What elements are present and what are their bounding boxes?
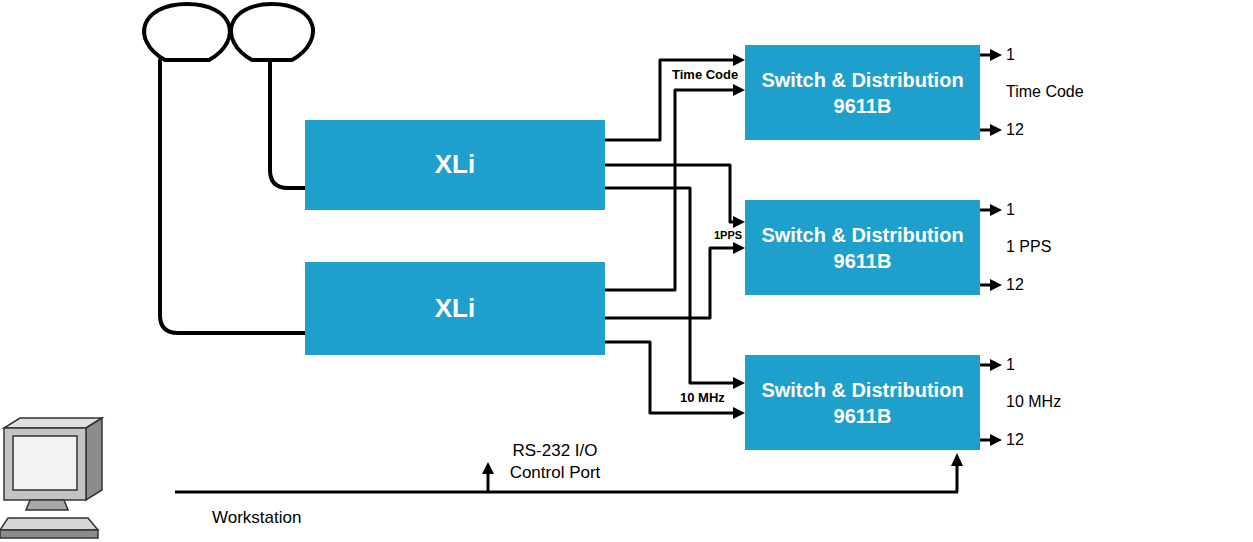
text-stack: XLi	[435, 148, 475, 182]
signal-label: 10 MHz	[678, 391, 727, 405]
port-number: 1	[1006, 354, 1015, 376]
arrow-head	[733, 377, 745, 389]
connector-line	[605, 90, 735, 290]
arrow-head	[733, 54, 745, 66]
antenna-symbol	[144, 4, 313, 333]
arrow-head	[733, 407, 745, 419]
node-text: XLi	[435, 148, 475, 182]
connector-line	[605, 342, 735, 413]
port-number: 1	[1006, 199, 1015, 221]
signal-name: Time Code	[1006, 81, 1084, 103]
signal-connector	[605, 342, 745, 419]
node-text: Switch & Distribution 9611B	[755, 67, 970, 119]
receiver-box: XLi	[305, 120, 605, 210]
receiver-box: XLi	[305, 262, 605, 355]
distribution-box: Switch & Distribution 9611B	[745, 45, 980, 140]
arrow-head	[733, 216, 745, 228]
text-stack: Switch & Distribution 9611B	[755, 67, 970, 119]
arrow-head	[733, 84, 745, 96]
signal-label: 1PPS	[712, 229, 744, 241]
text-stack: Switch & Distribution 9611B	[755, 222, 970, 274]
signal-connector	[605, 165, 745, 228]
distribution-box: Switch & Distribution 9611B	[745, 355, 980, 450]
workstation-icon	[0, 418, 102, 538]
signal-connector	[605, 242, 745, 318]
signal-name: 10 MHz	[1006, 391, 1061, 413]
text-stack: Switch & Distribution 9611B	[755, 377, 970, 429]
device-label: Workstation	[212, 507, 301, 529]
connector-line	[605, 165, 735, 222]
node-text: Switch & Distribution 9611B	[755, 222, 970, 274]
port-number: 12	[1006, 119, 1024, 141]
signal-label: Time Code	[670, 68, 740, 82]
node-text: XLi	[435, 292, 475, 326]
output-arrows	[980, 49, 1002, 446]
connector-line	[605, 248, 735, 318]
text-stack: XLi	[435, 292, 475, 326]
signal-connector	[605, 188, 745, 389]
signal-name: 1 PPS	[1006, 236, 1051, 258]
port-label: RS-232 I/O Control Port	[500, 440, 610, 484]
connector-line	[605, 188, 735, 383]
node-text: Switch & Distribution 9611B	[755, 377, 970, 429]
port-number: 12	[1006, 429, 1024, 451]
port-number: 1	[1006, 44, 1015, 66]
distribution-box: Switch & Distribution 9611B	[745, 200, 980, 295]
arrow-head	[733, 242, 745, 254]
port-number: 12	[1006, 274, 1024, 296]
